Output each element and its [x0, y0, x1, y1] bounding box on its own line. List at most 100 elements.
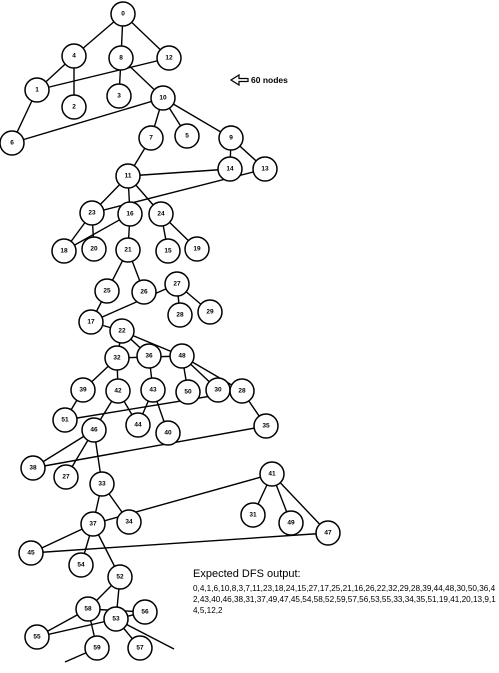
- node-circle: [252, 156, 278, 182]
- graph-node: 38: [20, 455, 46, 481]
- graph-node: 21: [115, 237, 141, 263]
- graph-node: 6: [0, 130, 25, 156]
- node-label: 19: [193, 246, 201, 253]
- node-circle: [116, 509, 142, 535]
- graph-node: 0: [110, 1, 136, 27]
- node-circle: [167, 302, 193, 328]
- node-count-label: 60 nodes: [251, 75, 288, 85]
- graph-node: 11: [115, 163, 141, 189]
- node-circle: [18, 540, 44, 566]
- node-circle: [138, 125, 164, 151]
- graph-edge: [162, 97, 232, 139]
- graph-node: 53: [103, 606, 129, 632]
- node-circle: [197, 299, 223, 325]
- node-label: 48: [178, 353, 186, 360]
- node-circle: [68, 552, 94, 578]
- graph-node: 28: [229, 378, 255, 404]
- node-label: 33: [98, 481, 106, 488]
- node-circle: [131, 279, 157, 305]
- graph-node: 41: [259, 461, 285, 487]
- node-circle: [103, 606, 129, 632]
- node-label: 30: [214, 387, 222, 394]
- graph-node: 20: [81, 236, 107, 262]
- graph-node: 31: [240, 502, 266, 528]
- graph-node: 35: [253, 413, 279, 439]
- graph-node: 47: [315, 520, 341, 546]
- graph-node: 15: [155, 238, 181, 264]
- node-label: 38: [29, 465, 37, 472]
- node-circle: [81, 236, 107, 262]
- node-circle: [105, 378, 131, 404]
- graph-node: 4: [61, 43, 87, 69]
- graph-node: 33: [89, 471, 115, 497]
- node-circle: [79, 200, 105, 226]
- graph-node: 25: [94, 278, 120, 304]
- graph-node: 19: [184, 236, 210, 262]
- graph-node: 57: [127, 635, 153, 661]
- graph-node: 59: [84, 635, 110, 661]
- graph-node: 54: [68, 552, 94, 578]
- node-label: 28: [238, 388, 246, 395]
- node-circle: [53, 464, 79, 490]
- graph-node: 23: [79, 200, 105, 226]
- node-circle: [109, 318, 135, 344]
- node-label: 52: [116, 574, 124, 581]
- node-label: 39: [79, 387, 87, 394]
- graph-node: 34: [116, 509, 142, 535]
- node-circle: [94, 278, 120, 304]
- graph-node: 42: [105, 378, 131, 404]
- node-label: 41: [268, 471, 276, 478]
- node-label: 49: [287, 520, 295, 527]
- node-label: 44: [134, 422, 142, 429]
- graph-node: 14: [217, 156, 243, 182]
- node-circle: [81, 417, 107, 443]
- graph-edge: [30, 532, 329, 554]
- graph-node: 22: [109, 318, 135, 344]
- node-label: 51: [61, 417, 69, 424]
- node-label: 25: [103, 288, 111, 295]
- node-label: 46: [90, 427, 98, 434]
- node-label: 53: [112, 616, 120, 623]
- graph-node: 52: [107, 564, 133, 590]
- node-label: 40: [164, 430, 172, 437]
- graph-node: 29: [197, 299, 223, 325]
- node-label: 9: [229, 135, 233, 142]
- graph-node: 3: [106, 83, 132, 109]
- node-label: 57: [136, 645, 144, 652]
- node-circle: [75, 596, 101, 622]
- node-circle: [148, 201, 174, 227]
- graph-node: 48: [169, 343, 195, 369]
- node-label: 7: [149, 135, 153, 142]
- graph-node: 39: [70, 377, 96, 403]
- graph-edge: [32, 425, 267, 469]
- node-label: 59: [93, 645, 101, 652]
- node-label: 15: [164, 248, 172, 255]
- node-label: 54: [77, 562, 85, 569]
- graph-node: 17: [78, 309, 104, 335]
- graph-node: 49: [278, 510, 304, 536]
- node-label: 22: [118, 328, 126, 335]
- node-circle: [218, 125, 244, 151]
- node-label: 55: [33, 634, 41, 641]
- node-label: 20: [90, 246, 98, 253]
- node-label: 34: [125, 519, 133, 526]
- node-circle: [278, 510, 304, 536]
- node-circle: [140, 377, 166, 403]
- node-circle: [24, 624, 50, 650]
- graph-node: 32: [104, 345, 130, 371]
- node-label: 1: [35, 87, 39, 94]
- node-label: 23: [88, 210, 96, 217]
- graph-node: 36: [136, 343, 162, 369]
- node-circle: [240, 502, 266, 528]
- node-label: 58: [84, 606, 92, 613]
- node-label: 4: [72, 53, 76, 60]
- graph-node: 27: [53, 464, 79, 490]
- node-label: 11: [125, 173, 132, 180]
- node-circle: [169, 343, 195, 369]
- node-label: 32: [113, 355, 121, 362]
- arrow-left-icon: [229, 73, 249, 87]
- graph-node: 2: [61, 94, 87, 120]
- graph-edge: [271, 473, 329, 534]
